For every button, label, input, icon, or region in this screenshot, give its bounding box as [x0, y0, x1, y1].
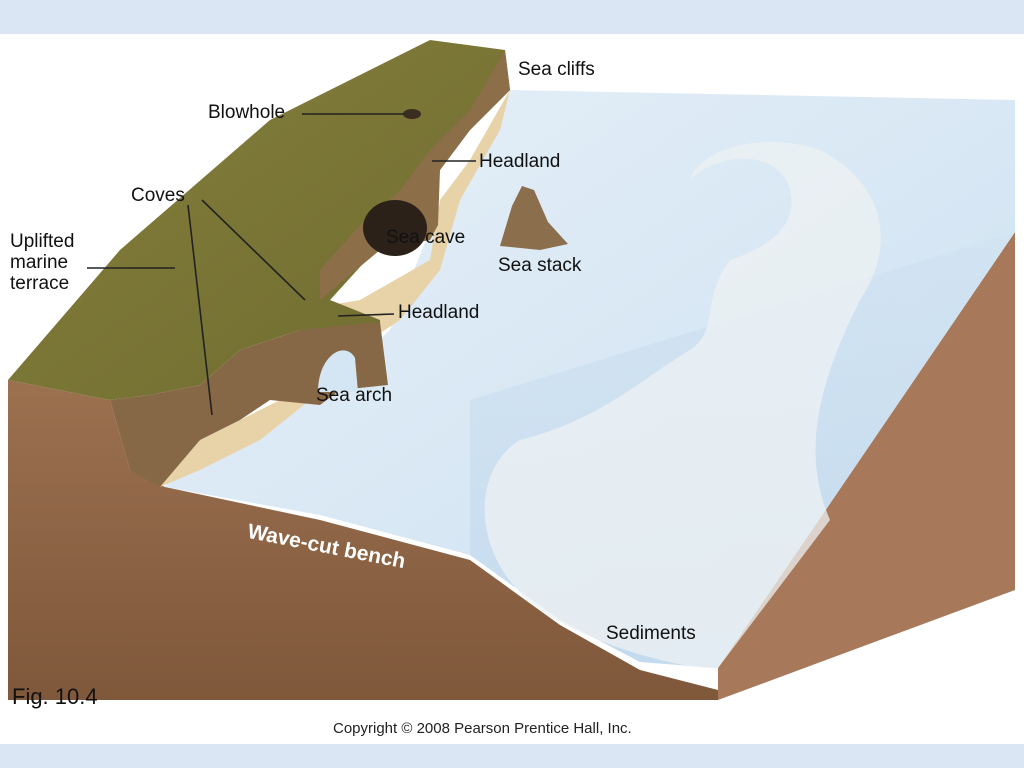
label-headland-lower: Headland — [398, 302, 480, 323]
copyright-notice: Copyright © 2008 Pearson Prentice Hall, … — [333, 720, 632, 737]
land-terrace-grass — [8, 40, 510, 400]
label-sea-stack: Sea stack — [498, 255, 582, 276]
lower-cliff-face — [110, 322, 388, 487]
label-headland-upper: Headland — [479, 151, 561, 172]
leader-lines — [87, 113, 476, 416]
label-blowhole: Blowhole — [208, 102, 286, 123]
coves-leader-1 — [201, 199, 306, 301]
label-uplifted-marine-terrace: Uplifted marine terrace — [10, 231, 75, 294]
sea-stack — [500, 186, 568, 250]
sediment-deposit — [484, 141, 881, 669]
top-band — [0, 0, 1024, 34]
label-sea-cliffs: Sea cliffs — [518, 59, 595, 80]
figure-label: Fig. 10.4 — [12, 684, 98, 709]
label-coves: Coves — [131, 185, 185, 206]
headland-lower-leader — [337, 313, 395, 317]
sea-cave-opening — [363, 200, 427, 256]
bottom-band — [0, 744, 1024, 768]
blowhole-opening — [403, 109, 421, 119]
label-sea-arch: Sea arch — [316, 385, 393, 406]
label-sediments: Sediments — [606, 623, 696, 644]
beach-sand — [160, 90, 510, 487]
block-front-soil — [8, 380, 718, 700]
coves-leader-2 — [187, 204, 213, 416]
coastal-landforms-diagram — [8, 40, 1015, 700]
block-right-side — [718, 232, 1015, 700]
sea-arch-opening — [318, 350, 358, 392]
label-sea-cave: Sea cave — [386, 227, 466, 248]
